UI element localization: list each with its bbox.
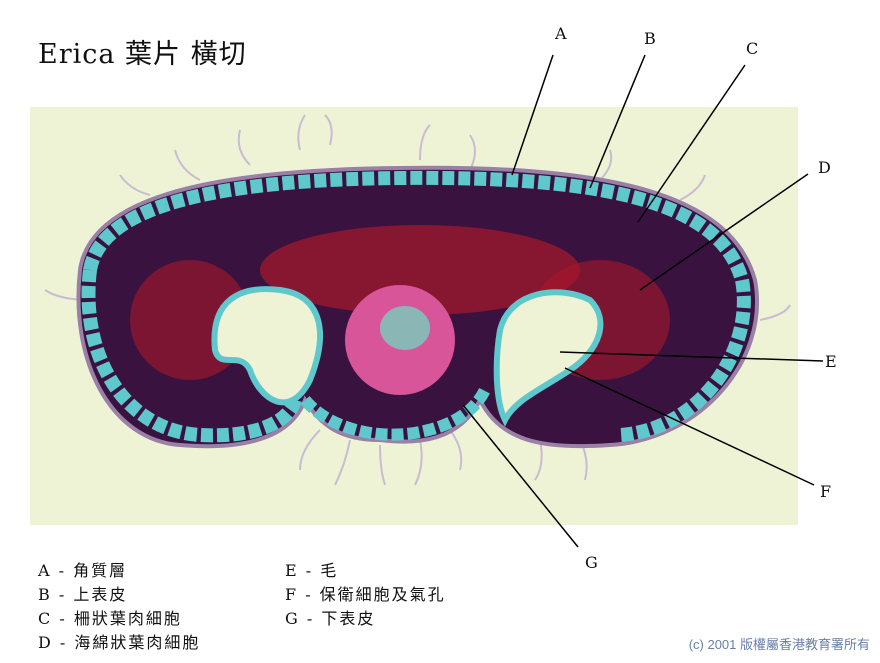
- xylem: [380, 306, 430, 350]
- legend-item-c: C - 柵狀葉肉細胞: [38, 609, 182, 628]
- label-g: G: [585, 553, 598, 572]
- label-e: E: [825, 352, 837, 371]
- left-crypt: [211, 286, 323, 406]
- line-c: [637, 64, 746, 223]
- label-d: D: [818, 158, 831, 177]
- legend-item-e: E - 毛: [285, 561, 339, 580]
- lower-epidermis-center: [300, 387, 491, 441]
- legend-item-f: F - 保衛細胞及氣孔: [285, 585, 446, 604]
- spongy-mesophyll: [260, 225, 580, 315]
- line-g: [462, 404, 579, 548]
- legend-item-a: A - 角質層: [38, 561, 128, 580]
- line-f: [564, 367, 815, 486]
- legend-item-g: G - 下表皮: [285, 609, 376, 628]
- line-e: [559, 351, 824, 362]
- copyright-notice: (c) 2001 版權屬香港教育署所有: [688, 637, 870, 652]
- label-b: B: [644, 29, 656, 48]
- hairs: [44, 114, 791, 486]
- upper-epidermis: [83, 170, 751, 442]
- page-title: Erica 葉片 橫切: [38, 39, 247, 70]
- label-lines: [462, 54, 824, 548]
- line-b: [589, 54, 646, 189]
- lower-left-epidermis: [81, 269, 302, 443]
- legend-item-d: D - 海綿狀葉肉細胞: [38, 633, 201, 652]
- label-a: A: [555, 24, 567, 43]
- label-c: C: [746, 39, 759, 58]
- label-f: F: [820, 482, 832, 501]
- line-d: [639, 173, 809, 291]
- legend-item-b: B - 上表皮: [38, 585, 128, 604]
- line-a: [511, 54, 554, 176]
